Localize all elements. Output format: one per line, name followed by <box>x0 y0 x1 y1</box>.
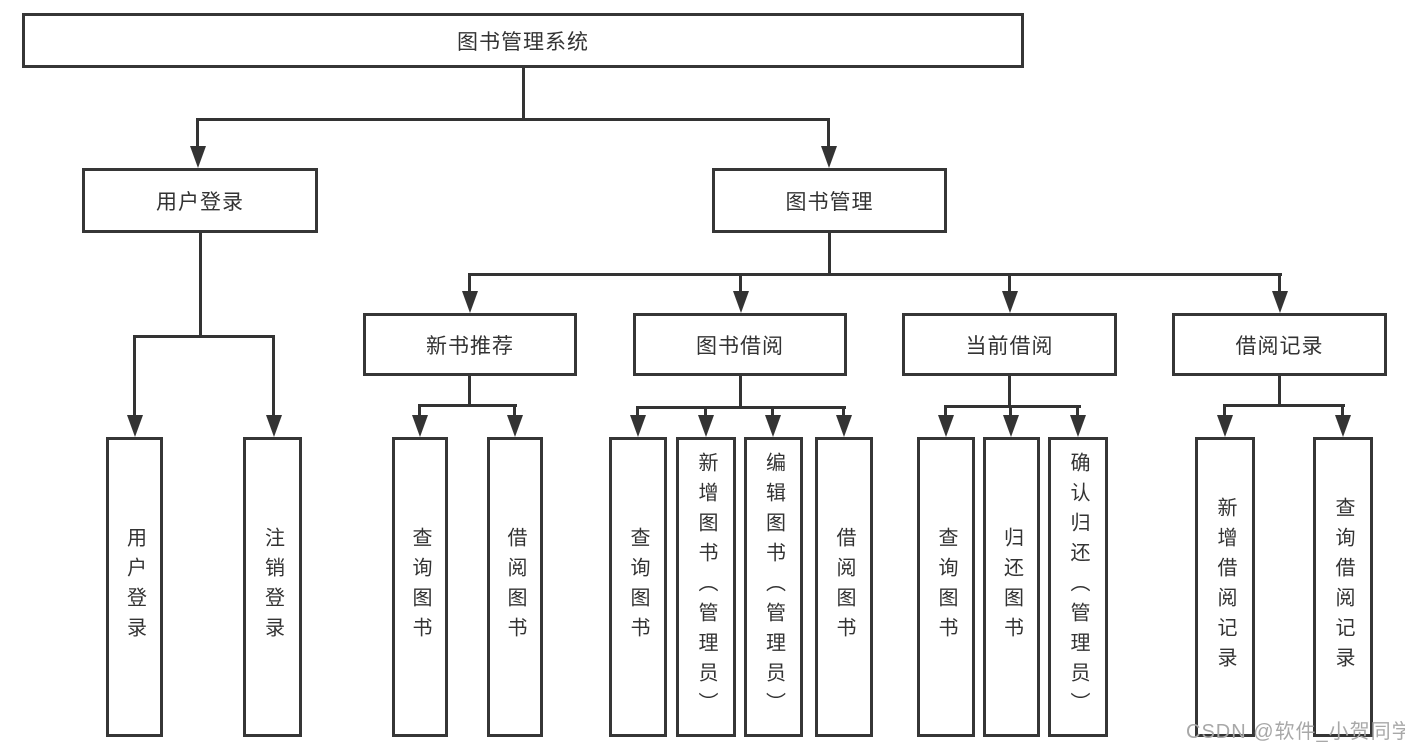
csdn-watermark: CSDN @软件_小贺同学 <box>1186 721 1405 743</box>
node-leaf-confirm-return-admin: 确认归还（管理员） <box>1048 437 1108 737</box>
node-label: 编辑图书（管理员） <box>762 452 785 722</box>
node-leaf-query-books: 查询图书 <box>917 437 975 737</box>
arrow-down-icon <box>937 405 954 437</box>
arrow-down-icon <box>1271 273 1288 313</box>
connector-hline <box>1223 404 1345 407</box>
node-book-borrow: 图书借阅 <box>633 313 847 376</box>
node-user-login: 用户登录 <box>82 168 318 233</box>
arrow-down-icon <box>1002 405 1019 437</box>
node-label: 新增借阅记录 <box>1214 497 1236 677</box>
connector-vline <box>739 376 742 406</box>
arrow-down-icon <box>1216 404 1233 437</box>
connector-vline <box>199 233 202 335</box>
arrow-down-icon <box>189 118 206 168</box>
connector-vline <box>1278 376 1281 404</box>
connector-hline <box>133 335 275 338</box>
node-leaf-query-books: 查询图书 <box>609 437 667 737</box>
node-leaf-return-books: 归还图书 <box>983 437 1040 737</box>
node-label: 新增图书（管理员） <box>695 452 717 722</box>
arrow-down-icon <box>732 273 749 313</box>
node-borrow-record: 借阅记录 <box>1172 313 1387 376</box>
arrow-down-icon <box>265 335 282 437</box>
arrow-down-icon <box>697 406 714 437</box>
arrow-down-icon <box>126 335 143 437</box>
node-label: 注销登录 <box>261 527 284 647</box>
node-label: 确认归还（管理员） <box>1067 452 1089 722</box>
node-leaf-add-book-admin: 新增图书（管理员） <box>676 437 736 737</box>
node-new-book-recommend: 新书推荐 <box>363 313 577 376</box>
connector-hline <box>944 405 1081 408</box>
node-leaf-borrow-books: 借阅图书 <box>815 437 873 737</box>
arrow-down-icon <box>835 406 852 437</box>
node-root-library-system: 图书管理系统 <box>22 13 1024 68</box>
node-label: 借阅图书 <box>504 527 526 647</box>
node-leaf-edit-book-admin: 编辑图书（管理员） <box>744 437 803 737</box>
connector-hline <box>197 118 830 121</box>
node-leaf-query-borrow-record: 查询借阅记录 <box>1313 437 1373 737</box>
arrow-down-icon <box>411 404 428 437</box>
node-book-management: 图书管理 <box>712 168 947 233</box>
node-leaf-add-borrow-record: 新增借阅记录 <box>1195 437 1255 737</box>
arrow-down-icon <box>506 404 523 437</box>
node-label: 查询图书 <box>935 527 957 647</box>
node-label: 用户登录 <box>123 527 146 647</box>
connector-hline <box>636 406 846 409</box>
connector-hline <box>468 273 1282 276</box>
connector-hline <box>418 404 517 407</box>
arrow-down-icon <box>1334 404 1351 437</box>
node-label: 借阅图书 <box>833 527 855 647</box>
arrow-down-icon <box>1069 405 1086 437</box>
connector-vline <box>828 233 831 273</box>
arrow-down-icon <box>461 273 478 313</box>
node-label: 查询图书 <box>409 527 431 647</box>
node-leaf-query-books: 查询图书 <box>392 437 448 737</box>
node-leaf-user-login: 用户登录 <box>106 437 163 737</box>
node-label: 查询图书 <box>627 527 649 647</box>
connector-vline <box>522 68 525 118</box>
node-label: 查询借阅记录 <box>1332 497 1354 677</box>
node-label: 归还图书 <box>1000 527 1023 647</box>
arrow-down-icon <box>764 406 781 437</box>
node-leaf-borrow-books: 借阅图书 <box>487 437 543 737</box>
connector-vline <box>468 376 471 404</box>
node-current-borrow: 当前借阅 <box>902 313 1117 376</box>
arrow-down-icon <box>629 406 646 437</box>
arrow-down-icon <box>820 118 837 168</box>
arrow-down-icon <box>1001 273 1018 313</box>
connector-vline <box>1008 376 1011 405</box>
node-leaf-logout: 注销登录 <box>243 437 302 737</box>
